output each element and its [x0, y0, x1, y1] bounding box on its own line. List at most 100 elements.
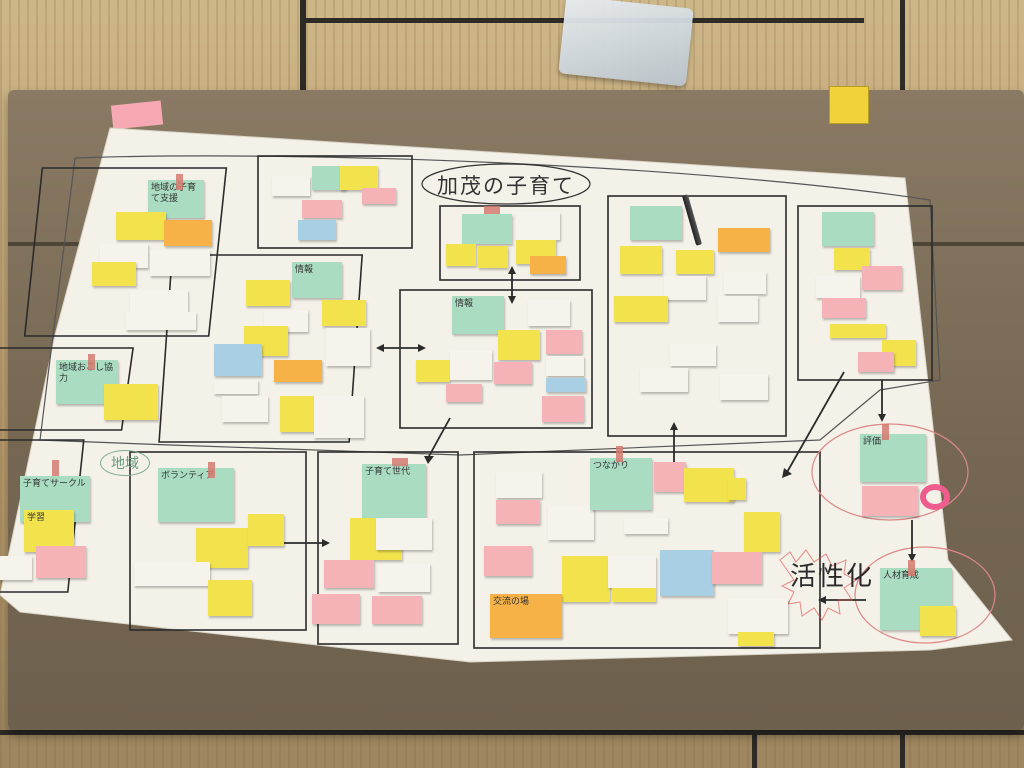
- sticky-note[interactable]: [484, 546, 532, 576]
- sticky-note[interactable]: [816, 276, 860, 298]
- sticky-note[interactable]: [496, 500, 540, 524]
- sticky-note[interactable]: [272, 176, 310, 196]
- sticky-note[interactable]: [862, 486, 918, 516]
- sticky-note[interactable]: [718, 228, 770, 252]
- sticky-note[interactable]: [446, 384, 482, 402]
- sticky-note[interactable]: [920, 606, 956, 636]
- sticky-note[interactable]: [718, 296, 758, 322]
- sticky-note[interactable]: [712, 552, 762, 584]
- sticky-note[interactable]: [248, 514, 284, 546]
- sticky-note[interactable]: [326, 328, 370, 366]
- masking-tape: [208, 462, 215, 478]
- sticky-note[interactable]: [150, 250, 210, 276]
- sticky-note[interactable]: [516, 212, 560, 240]
- sticky-note[interactable]: [530, 256, 566, 274]
- sticky-note[interactable]: [640, 368, 688, 392]
- sticky-note[interactable]: [0, 556, 32, 580]
- sticky-note[interactable]: [620, 246, 662, 274]
- sticky-note[interactable]: [624, 518, 668, 534]
- sticky-note[interactable]: [614, 296, 668, 322]
- board-title: 加茂の子育て: [437, 174, 575, 198]
- sticky-note[interactable]: [134, 562, 210, 586]
- sticky-note[interactable]: [324, 560, 374, 588]
- sticky-note[interactable]: [298, 220, 336, 240]
- sticky-note[interactable]: [528, 300, 570, 326]
- tatami-border: [0, 730, 1024, 735]
- tape-box-icon[interactable]: [829, 86, 869, 124]
- sticky-note[interactable]: [462, 214, 512, 244]
- sticky-note[interactable]: [302, 200, 342, 218]
- sticky-note[interactable]: [562, 556, 610, 602]
- sticky-note[interactable]: [496, 472, 542, 498]
- sticky-note[interactable]: [630, 206, 682, 240]
- sticky-note[interactable]: [542, 396, 584, 422]
- sticky-note[interactable]: [654, 462, 686, 492]
- sticky-note[interactable]: つながり: [590, 458, 652, 510]
- sticky-note[interactable]: 情報: [452, 296, 504, 334]
- sticky-note[interactable]: [744, 512, 780, 552]
- sticky-note[interactable]: [546, 356, 584, 376]
- sticky-note[interactable]: [340, 166, 378, 190]
- tape-roll-icon[interactable]: [920, 484, 950, 510]
- sticky-note[interactable]: [378, 564, 430, 592]
- sticky-note[interactable]: [546, 330, 582, 354]
- sticky-note[interactable]: [214, 380, 258, 394]
- sticky-note[interactable]: 評価: [860, 434, 926, 482]
- sticky-note[interactable]: ボランティア: [158, 468, 234, 522]
- sticky-note[interactable]: [738, 632, 774, 646]
- masking-tape: [882, 424, 889, 440]
- sticky-note[interactable]: [280, 396, 316, 432]
- sticky-note[interactable]: 地域の子育て支援: [148, 180, 204, 218]
- sticky-note[interactable]: [208, 580, 252, 616]
- sticky-note[interactable]: [660, 550, 714, 596]
- sticky-note[interactable]: [312, 594, 360, 624]
- sticky-note[interactable]: [222, 396, 268, 422]
- sticky-note[interactable]: [116, 212, 166, 240]
- sticky-note[interactable]: [362, 188, 396, 204]
- sticky-note[interactable]: [164, 220, 212, 246]
- sticky-note[interactable]: [92, 262, 136, 286]
- sticky-note[interactable]: [246, 280, 290, 306]
- sticky-note[interactable]: [322, 300, 366, 326]
- sticky-note[interactable]: [684, 468, 734, 502]
- sticky-note[interactable]: [214, 344, 262, 376]
- sticky-note[interactable]: 情報: [292, 262, 342, 298]
- sticky-note[interactable]: [104, 384, 158, 420]
- sticky-note[interactable]: [724, 272, 766, 294]
- sticky-note[interactable]: [126, 312, 196, 330]
- sticky-note[interactable]: [830, 324, 886, 338]
- sticky-note[interactable]: [376, 518, 432, 550]
- sticky-note[interactable]: [834, 248, 870, 270]
- sticky-note[interactable]: [858, 352, 894, 372]
- sticky-note[interactable]: [416, 360, 450, 382]
- sticky-note[interactable]: [822, 212, 874, 246]
- sticky-note[interactable]: [546, 378, 586, 392]
- sticky-note[interactable]: [664, 276, 706, 300]
- sticky-note[interactable]: [608, 556, 656, 588]
- sticky-note[interactable]: [676, 250, 714, 274]
- sticky-note[interactable]: [274, 360, 322, 382]
- sticky-note[interactable]: [494, 362, 532, 384]
- sticky-note[interactable]: [728, 478, 746, 500]
- sticky-note[interactable]: [862, 266, 902, 290]
- sticky-note[interactable]: 子育て世代: [362, 464, 426, 518]
- sticky-note[interactable]: [822, 298, 866, 318]
- sticky-note[interactable]: [196, 528, 248, 568]
- sticky-note[interactable]: [446, 244, 476, 266]
- sticky-note[interactable]: [498, 330, 540, 360]
- sticky-note[interactable]: [670, 344, 716, 366]
- sticky-note[interactable]: [450, 350, 492, 380]
- sticky-note[interactable]: [314, 396, 364, 438]
- sticky-note[interactable]: [478, 246, 508, 268]
- tatami-border: [300, 0, 306, 96]
- sticky-note[interactable]: [720, 374, 768, 400]
- sticky-note[interactable]: 学習: [24, 510, 74, 552]
- sticky-note[interactable]: [548, 506, 594, 540]
- sticky-note[interactable]: 交流の場: [490, 594, 562, 638]
- sticky-note[interactable]: [372, 596, 422, 624]
- sticky-note[interactable]: [612, 588, 656, 602]
- sticky-note[interactable]: [36, 546, 86, 578]
- sticky-note[interactable]: [728, 598, 788, 634]
- sticky-note[interactable]: [130, 290, 188, 312]
